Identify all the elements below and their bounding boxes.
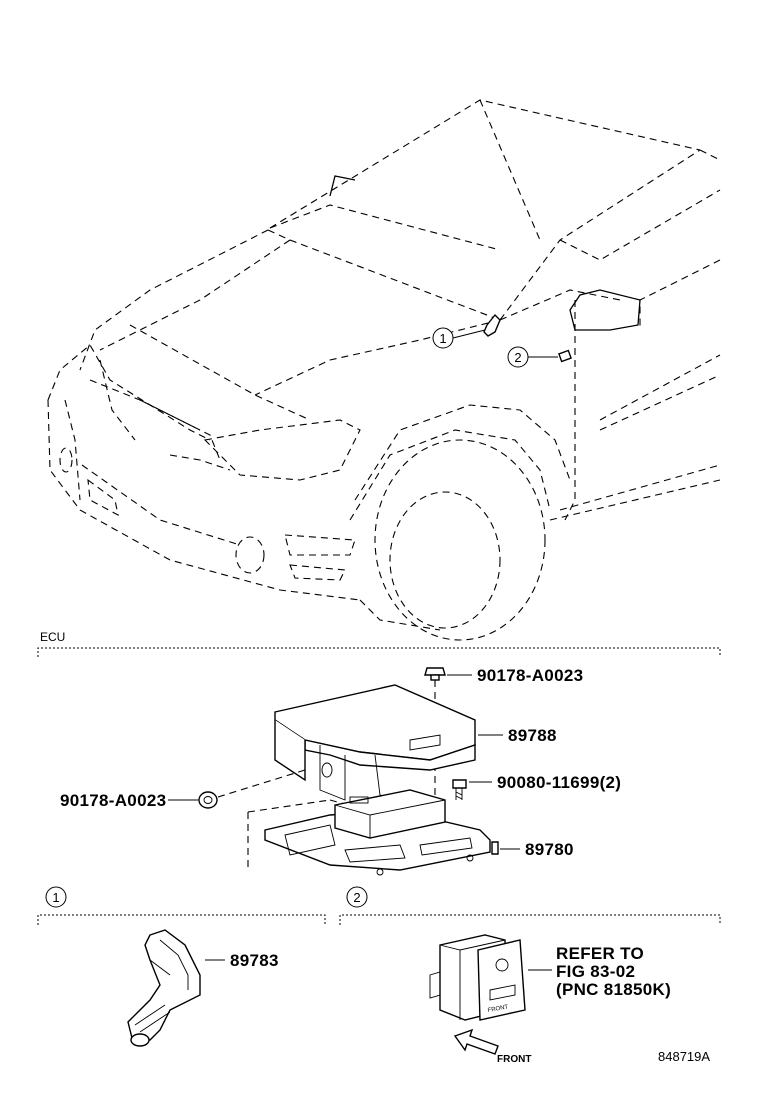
illustration-id: 848719A — [658, 1049, 710, 1064]
refer-line-1: REFER TO — [556, 944, 644, 963]
part-number-bolt-top: 90178-A0023 — [477, 666, 583, 685]
screw-drawing — [452, 779, 492, 800]
ecu-section-bracket — [37, 647, 721, 657]
section-1-header: 1 — [37, 886, 326, 925]
svg-text:2: 2 — [353, 890, 360, 905]
sensor-drawing — [127, 929, 225, 1047]
cover-drawing — [274, 684, 503, 801]
refer-note: REFER TO FIG 83-02 (PNC 81850K) — [556, 944, 671, 999]
refer-line-3: (PNC 81850K) — [556, 980, 671, 999]
front-arrow-icon — [453, 1028, 499, 1055]
part-number-sensor: 89783 — [230, 951, 279, 970]
switch-face-label: FRONT — [487, 1004, 509, 1014]
callout-2-on-car: 2 — [507, 346, 558, 368]
svg-text:1: 1 — [52, 890, 59, 905]
car-illustration — [47, 99, 721, 641]
section-2-header: 2 — [339, 886, 721, 925]
svg-text:1: 1 — [439, 331, 446, 346]
part-number-cover: 89788 — [508, 726, 557, 745]
switch-drawing: FRONT — [429, 934, 552, 1021]
part-number-ecu: 89780 — [525, 840, 574, 859]
part-number-bolt-left: 90178-A0023 — [60, 791, 166, 810]
ecu-section-label: ECU — [40, 630, 65, 644]
bolt-left-drawing — [168, 769, 306, 809]
part-number-screw: 90080-11699(2) — [497, 773, 621, 792]
refer-line-2: FIG 83-02 — [556, 962, 635, 981]
callout-1-on-car: 1 — [432, 327, 486, 349]
svg-text:2: 2 — [514, 350, 521, 365]
ecu-unit-drawing — [247, 789, 520, 876]
front-direction-label: FRONT — [497, 1054, 531, 1065]
